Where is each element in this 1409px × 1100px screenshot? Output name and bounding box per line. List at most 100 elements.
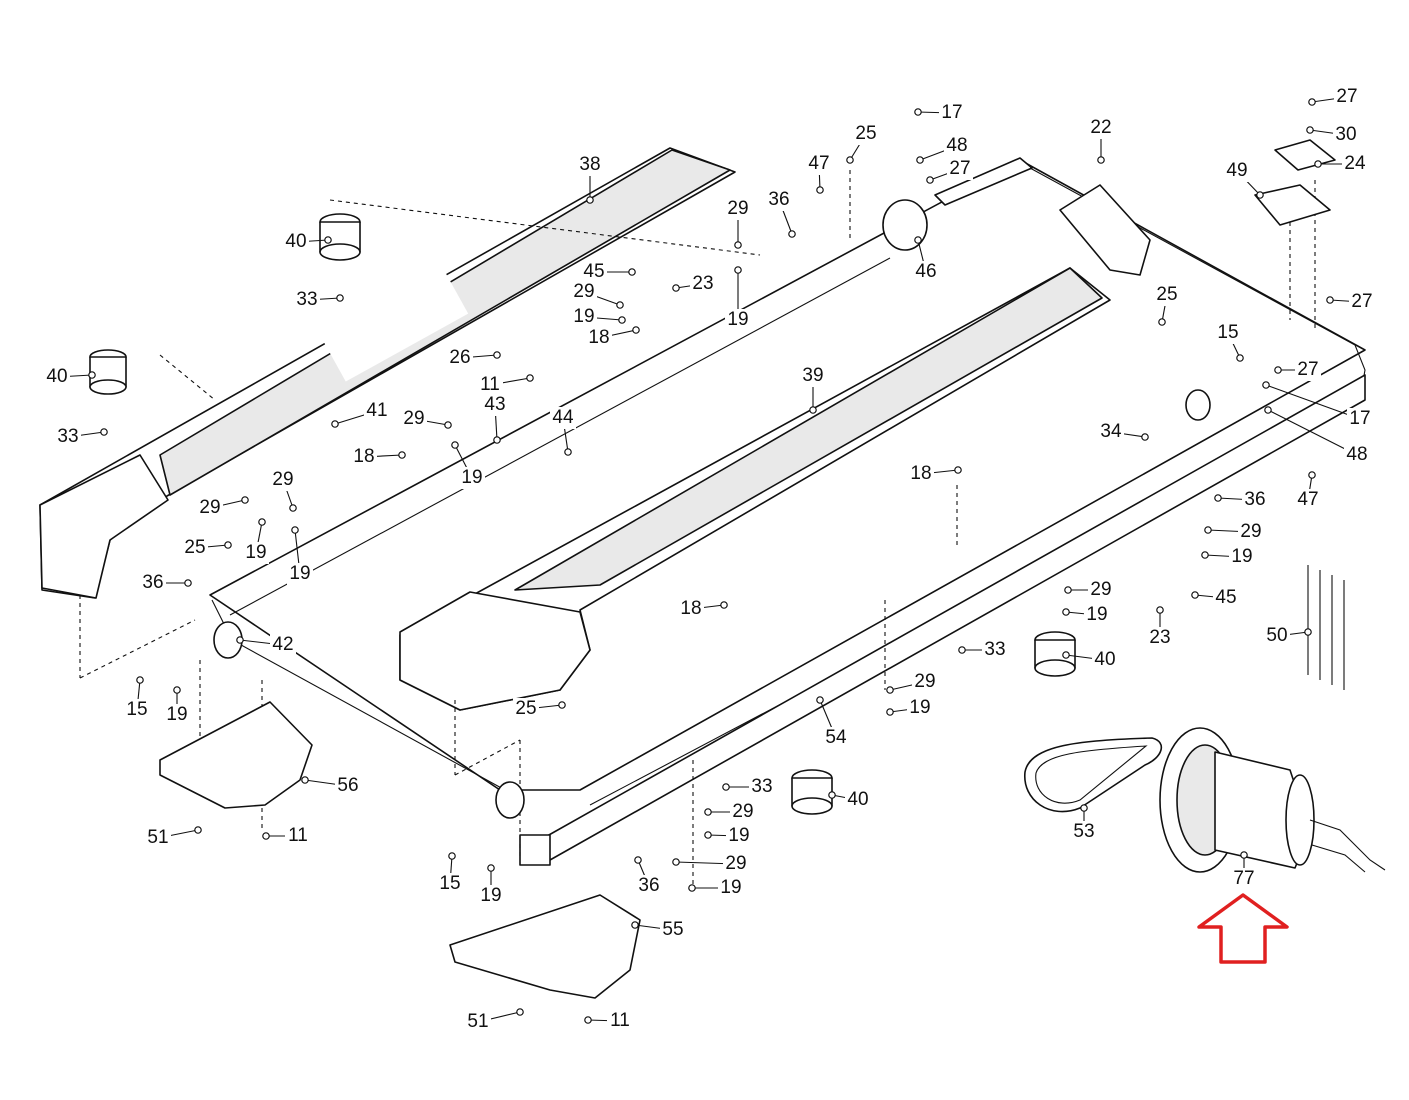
- hardware-marker: [1097, 156, 1105, 164]
- callout-backing: [718, 877, 744, 899]
- callout-backing: [806, 153, 832, 175]
- callout-label: 25: [515, 698, 536, 719]
- callout-backing: [912, 671, 938, 693]
- callout-backing: [1088, 117, 1114, 139]
- callout-backing: [465, 1011, 491, 1033]
- callout-label: 19: [1086, 604, 1107, 625]
- hardware-marker: [628, 268, 636, 276]
- callout-c45a: 45: [581, 261, 636, 283]
- foot-40-b: [89, 349, 127, 395]
- callout-c47b: 47: [1295, 471, 1321, 511]
- hardware-marker: [1326, 296, 1334, 304]
- callout-backing: [351, 446, 377, 468]
- hardware-marker: [451, 441, 459, 449]
- hardware-marker: [672, 858, 680, 866]
- callout-backing: [287, 563, 313, 585]
- hardware-marker: [816, 696, 824, 704]
- callout-c29e: 29: [725, 198, 751, 249]
- callout-backing: [607, 1010, 633, 1032]
- callout-c19j: 19: [704, 825, 752, 847]
- callout-backing: [270, 634, 296, 656]
- callout-backing: [571, 281, 597, 303]
- callout-backing: [1242, 489, 1268, 511]
- callout-label: 29: [1240, 521, 1261, 542]
- callout-c23a: 23: [672, 273, 716, 295]
- hardware-marker: [1308, 471, 1316, 479]
- callout-c19i: 19: [886, 697, 933, 719]
- callout-backing: [1238, 521, 1264, 543]
- callout-label: 19: [480, 885, 501, 906]
- callout-c29f: 29: [1204, 521, 1264, 543]
- hardware-marker: [1064, 586, 1072, 594]
- callout-label: 26: [449, 347, 470, 368]
- hardware-marker: [558, 701, 566, 709]
- callout-label: 44: [552, 407, 574, 428]
- callout-backing: [1098, 421, 1124, 443]
- callout-c54: 54: [816, 696, 849, 749]
- callout-c24: 24: [1314, 153, 1368, 175]
- callout-label: 18: [910, 463, 931, 484]
- callout-backing: [944, 135, 970, 157]
- callout-c42: 42: [236, 634, 296, 656]
- callout-c36b: 36: [766, 189, 796, 238]
- callout-label: 11: [480, 374, 500, 395]
- callout-label: 46: [915, 261, 936, 282]
- callout-backing: [853, 123, 879, 145]
- callout-label: 15: [1217, 322, 1238, 343]
- callout-backing: [725, 309, 751, 331]
- callout-c40c: 40: [1062, 649, 1118, 671]
- callout-c23b: 23: [1147, 606, 1173, 649]
- callout-backing: [725, 198, 751, 220]
- callout-backing: [749, 776, 775, 798]
- rollers: [213, 199, 1211, 819]
- hardware-marker: [828, 791, 836, 799]
- hardware-marker: [704, 831, 712, 839]
- hardware-marker: [262, 832, 270, 840]
- callout-backing: [660, 919, 686, 941]
- hardware-marker: [886, 708, 894, 716]
- callout-c19k: 19: [688, 877, 744, 899]
- callout-backing: [197, 497, 223, 519]
- callout-c27d: 27: [1274, 359, 1321, 381]
- callout-backing: [1295, 489, 1321, 511]
- callout-label: 15: [126, 699, 147, 720]
- callout-backing: [335, 775, 361, 797]
- callout-backing: [730, 801, 756, 823]
- callout-c18b: 18: [586, 326, 640, 349]
- callout-label: 27: [1351, 291, 1372, 312]
- callout-backing: [550, 407, 576, 429]
- lower-rail: [519, 374, 1366, 866]
- callout-backing: [678, 598, 704, 620]
- callout-c19e: 19: [571, 306, 626, 328]
- hardware-marker: [324, 236, 332, 244]
- drive-motor-77: [1159, 727, 1386, 873]
- highlight-arrow-shape: [1197, 893, 1289, 964]
- callout-label: 19: [1231, 546, 1252, 567]
- callout-backing: [1342, 153, 1368, 175]
- callout-label: 51: [467, 1011, 488, 1032]
- hardware-marker: [954, 466, 962, 474]
- callout-backing: [1334, 86, 1360, 108]
- callout-backing: [766, 189, 792, 211]
- hardware-marker: [584, 1016, 592, 1024]
- callout-backing: [1088, 579, 1114, 601]
- callout-label: 42: [272, 634, 293, 655]
- callout-backing: [1347, 408, 1373, 430]
- hardware-marker: [1236, 354, 1244, 362]
- callout-c17b: 17: [1262, 381, 1373, 430]
- callout-c45b: 45: [1191, 587, 1239, 609]
- callout-backing: [270, 469, 296, 491]
- callout-label: 19: [728, 825, 749, 846]
- drive-belt-53: [1024, 737, 1163, 813]
- hardware-marker: [634, 856, 642, 864]
- callout-c27b: 27: [1308, 86, 1360, 108]
- hardware-marker: [100, 428, 108, 436]
- callout-c33c: 33: [958, 639, 1008, 661]
- hardware-marker: [173, 686, 181, 694]
- callout-backing: [1215, 322, 1241, 344]
- hardware-marker: [526, 374, 534, 382]
- callout-label: 33: [751, 776, 772, 797]
- callout-label: 23: [692, 273, 713, 294]
- callout-c19c: 19: [287, 526, 313, 585]
- callout-c11c: 11: [584, 1010, 633, 1032]
